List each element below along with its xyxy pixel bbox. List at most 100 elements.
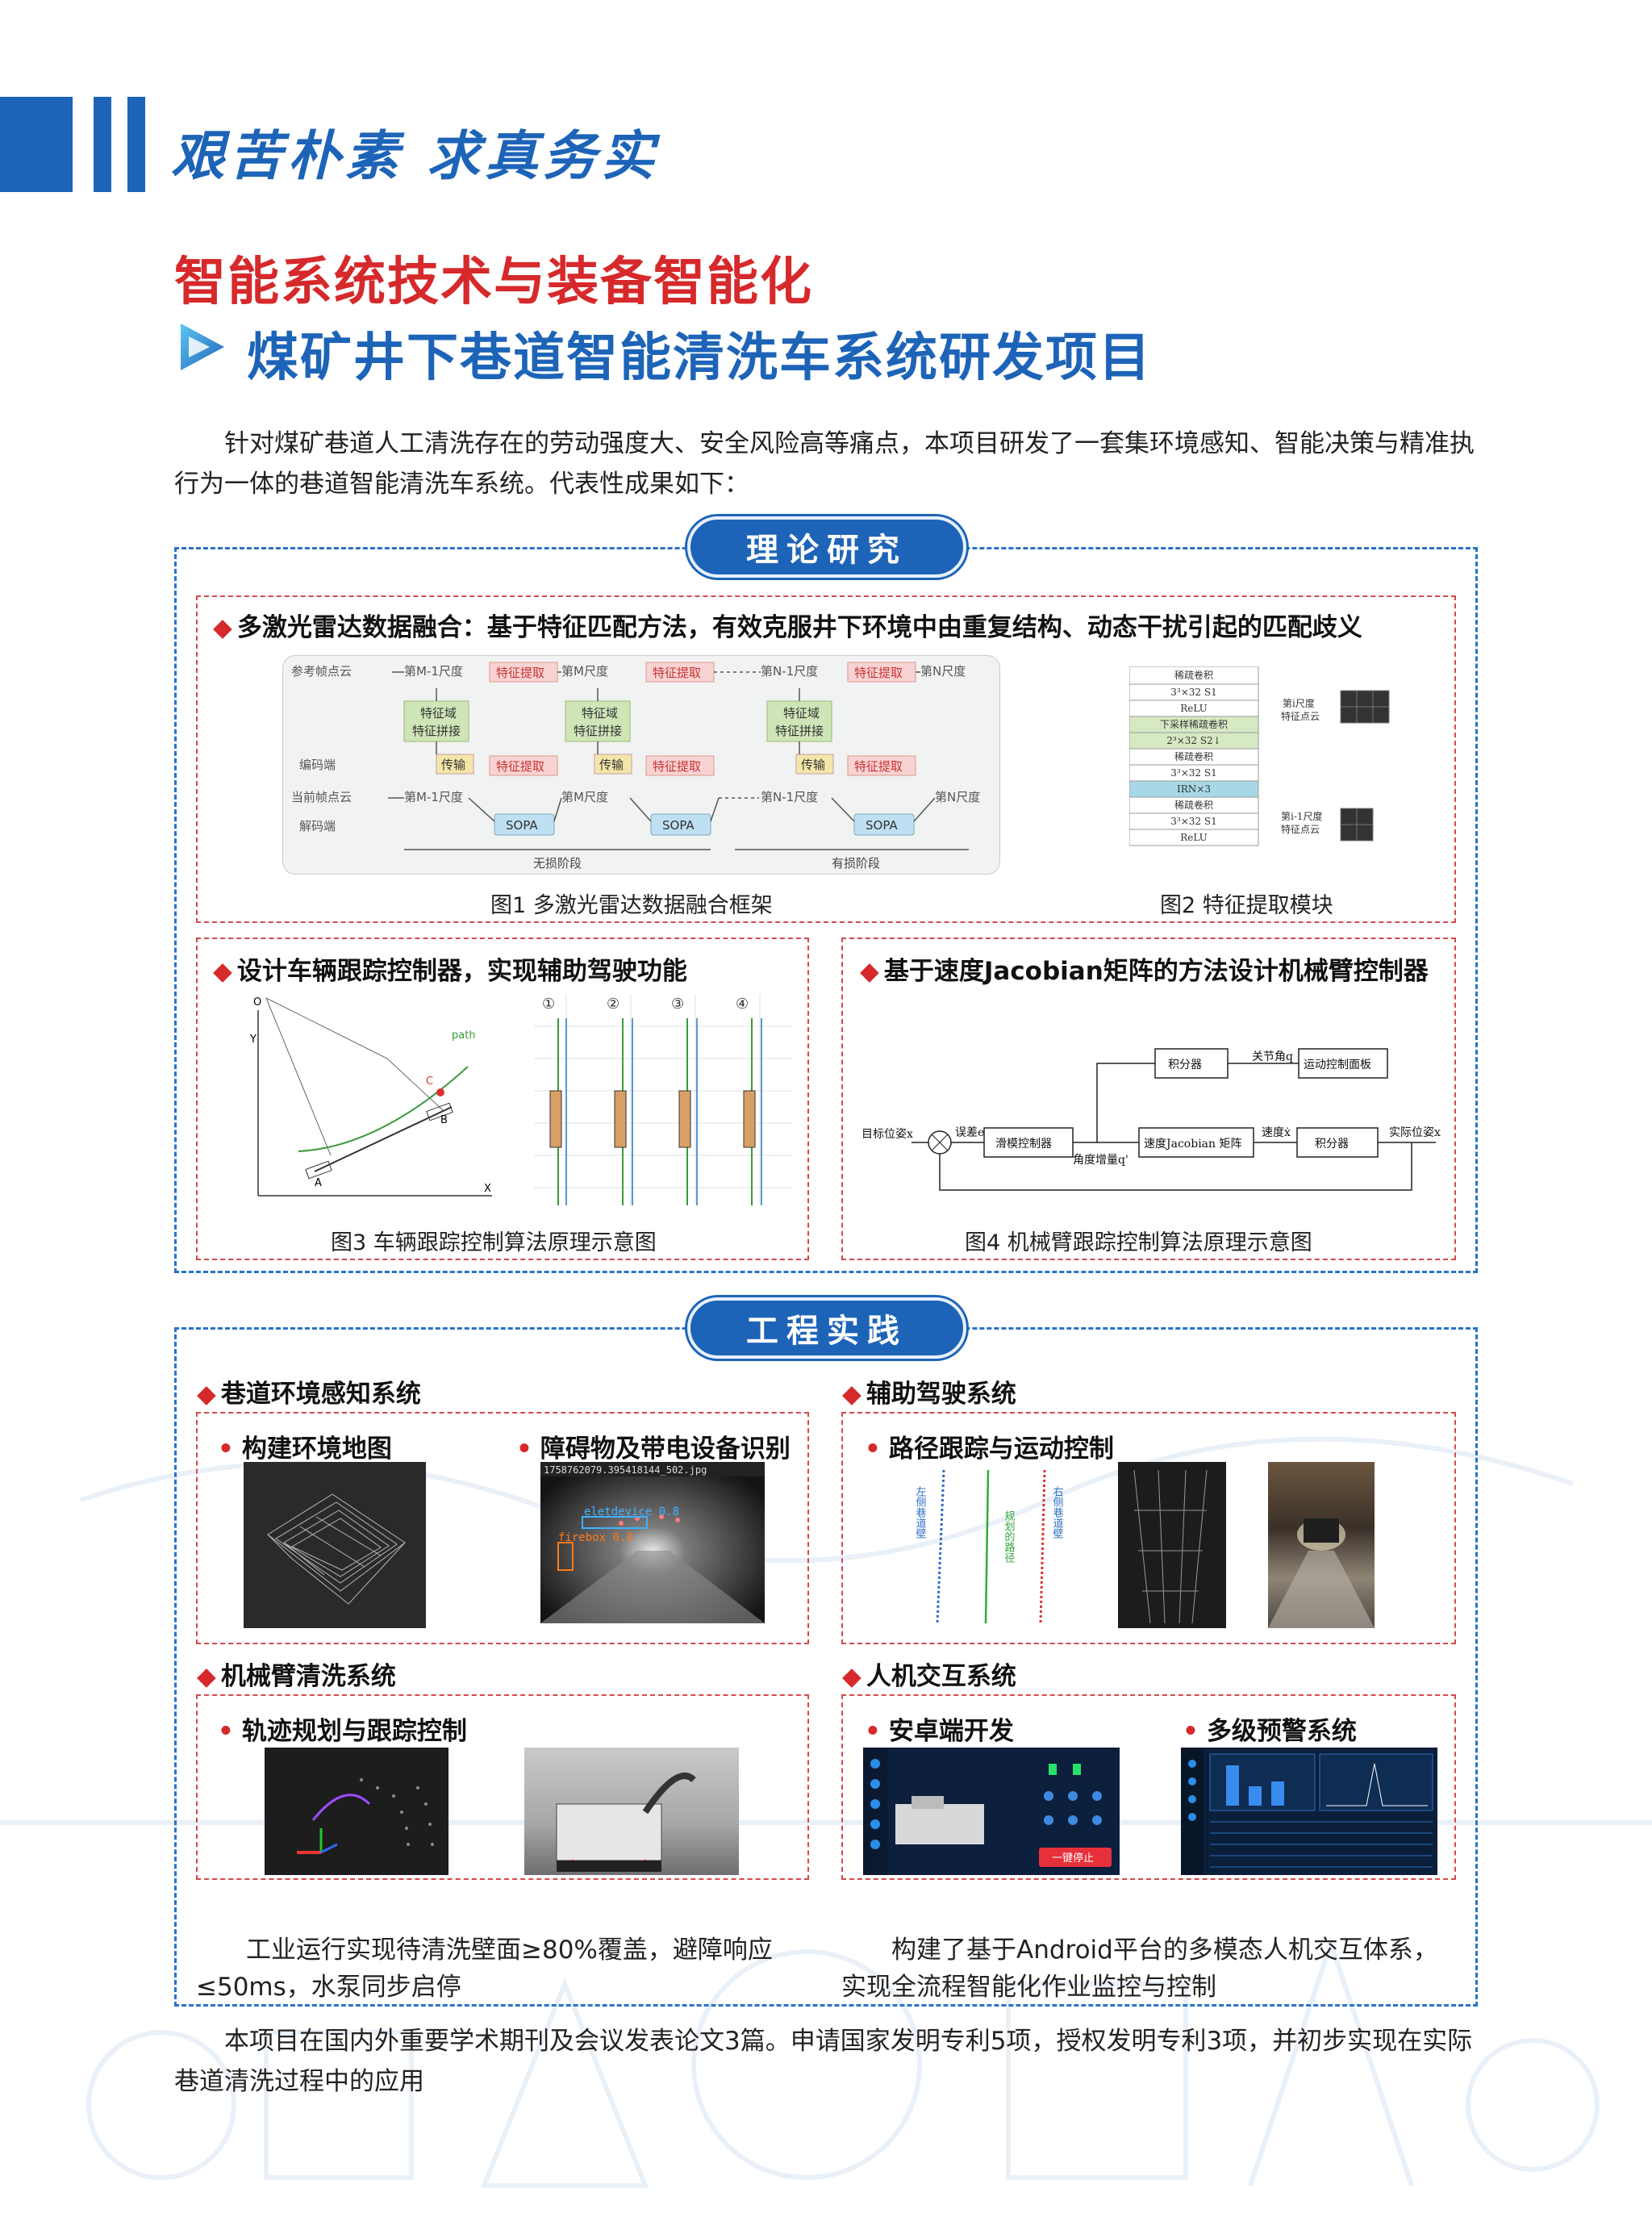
fig1-scale: 第N尺度 bbox=[920, 664, 966, 679]
fig1-feat: 特征提取 bbox=[653, 666, 701, 680]
detect-filename: 1758762079.395418144_502.jpg bbox=[544, 1464, 707, 1476]
page-title: 智能系统技术与装备智能化 bbox=[174, 253, 813, 312]
hmi-frame bbox=[841, 1694, 1456, 1880]
driving-bullet-path: •路径跟踪与运动控制 bbox=[865, 1435, 1114, 1464]
label-joint-angle: 关节角q bbox=[1252, 1050, 1293, 1063]
label-angle-inc: 角度增量q' bbox=[1073, 1154, 1128, 1167]
fig1-feat: 特征提取 bbox=[496, 666, 544, 680]
fig1-scale: 第N-1尺度 bbox=[761, 790, 818, 804]
intro-paragraph: 针对煤矿巷道人工清洗存在的劳动强度大、安全风险高等痛点，本项目研发了一套集环境感… bbox=[174, 429, 1475, 499]
fig1-decoder: 解码端 bbox=[299, 819, 336, 833]
header-stripe bbox=[94, 97, 111, 192]
jacobian-heading: ◆基于速度Jacobian矩阵的方法设计机械臂控制器 bbox=[860, 957, 1429, 986]
fig1-transfer: 传输 bbox=[599, 758, 624, 772]
hmi-bullet-android: •安卓端开发 bbox=[865, 1717, 1014, 1746]
detect-label-elet: eletdevice 0.8 bbox=[584, 1506, 679, 1518]
fig1-scale: 第N-1尺度 bbox=[761, 664, 818, 679]
fig2-layer: 稀疏卷积 bbox=[1174, 799, 1213, 811]
perception-frame bbox=[196, 1412, 809, 1644]
label-target: 目标位姿x bbox=[861, 1128, 913, 1141]
fig2-out: 特征点云 bbox=[1281, 823, 1320, 835]
fig1-lossless: 无损阶段 bbox=[533, 856, 582, 871]
right-wall-label: 右侧巷道壁 bbox=[1051, 1486, 1064, 1539]
fig1-feat: 特征提取 bbox=[653, 759, 701, 774]
point-c: C bbox=[426, 1075, 433, 1088]
point-a: A bbox=[315, 1177, 322, 1189]
fig2-out: 第i尺度 bbox=[1283, 697, 1315, 709]
driving-heading: ◆辅助驾驶系统 bbox=[842, 1380, 1016, 1409]
path-label: path bbox=[452, 1029, 476, 1042]
warning-system-screenshot bbox=[1181, 1748, 1437, 1875]
fig1-lossy: 有损阶段 bbox=[832, 856, 880, 871]
project-title: 煤矿井下巷道智能清洗车系统研发项目 bbox=[247, 328, 1152, 388]
arm-control-block-diagram: 积分器 关节角q 运动控制面板 目标位姿x 误差e 滑模控制器 角度增量q' 速… bbox=[855, 1041, 1444, 1202]
fig2-caption: 图2 特征提取模块 bbox=[1160, 893, 1333, 918]
header-stripe bbox=[127, 97, 145, 192]
fig1-feat: 特征提取 bbox=[496, 759, 544, 774]
fig1-encoder: 编码端 bbox=[299, 758, 336, 772]
fig1-feat: 特征提取 bbox=[854, 666, 903, 680]
tunnel-photo bbox=[1268, 1462, 1375, 1628]
fig2-layer: 3³×32 S1 bbox=[1170, 767, 1216, 779]
fig2-out: 第i-1尺度 bbox=[1281, 810, 1323, 822]
fig1-scale: 第M尺度 bbox=[561, 664, 608, 679]
block-integrator-top: 积分器 bbox=[1168, 1059, 1202, 1071]
arm-cleaning-photo bbox=[524, 1748, 739, 1875]
block-motion-board: 运动控制面板 bbox=[1304, 1059, 1371, 1071]
arm-bullet-trajectory: •轨迹规划与跟踪控制 bbox=[218, 1717, 467, 1746]
fig1-scale: 第M-1尺度 bbox=[404, 664, 463, 679]
arm-heading: ◆机械臂清洗系统 bbox=[197, 1662, 396, 1691]
tracking-heading: ◆设计车辆跟踪控制器，实现辅助驾驶功能 bbox=[213, 957, 687, 986]
point-cloud-tunnel-image bbox=[1118, 1462, 1226, 1628]
arm-result-text: 工业运行实现待清洗壁面≥80%覆盖，避障响应≤50ms，水泵同步启停 bbox=[196, 1936, 773, 2002]
android-app-screenshot: 一键停止 bbox=[863, 1748, 1120, 1875]
hmi-heading: ◆人机交互系统 bbox=[842, 1662, 1016, 1691]
planned-path-label: 规划的路径 bbox=[1003, 1510, 1016, 1563]
fig1-scale: 第N尺度 bbox=[935, 790, 980, 804]
fig4-caption: 图4 机械臂跟踪控制算法原理示意图 bbox=[965, 1230, 1312, 1255]
fig1-domain: 特征域 bbox=[582, 706, 618, 720]
block-integrator: 积分器 bbox=[1315, 1138, 1349, 1151]
fig1-concat: 特征拼接 bbox=[412, 724, 461, 738]
axis-x: X bbox=[484, 1183, 491, 1195]
detect-label-firebox: firebox 0.8 bbox=[558, 1531, 633, 1544]
driving-frame bbox=[841, 1412, 1456, 1644]
perception-bullet-map: •构建环境地图 bbox=[218, 1435, 392, 1464]
trajectory-planning-image bbox=[265, 1748, 448, 1875]
fig2-layer: IRN×3 bbox=[1177, 783, 1211, 795]
header-bar bbox=[0, 97, 73, 192]
axis-o: O bbox=[253, 996, 261, 1009]
fig1-domain: 特征域 bbox=[783, 706, 820, 720]
fig1-transfer: 传输 bbox=[441, 758, 465, 772]
step-label: ③ bbox=[671, 996, 684, 1013]
step-label: ④ bbox=[736, 996, 749, 1013]
hmi-bullet-warning: •多级预警系统 bbox=[1183, 1717, 1357, 1746]
obstacle-detection-image: 1758762079.395418144_502.jpg eletdevice … bbox=[540, 1462, 765, 1623]
theory-pill: 理论研究 bbox=[687, 516, 966, 578]
fig1-scale: 第M-1尺度 bbox=[404, 790, 463, 804]
fig2-layer: 稀疏卷积 bbox=[1174, 669, 1213, 681]
fig2-layer: 下采样稀疏卷积 bbox=[1160, 718, 1228, 730]
fig1-concat: 特征拼接 bbox=[574, 724, 622, 738]
step-label: ② bbox=[607, 996, 620, 1013]
label-velocity: 速度ẋ bbox=[1262, 1126, 1291, 1139]
fig1-ref-cloud: 参考帧点云 bbox=[291, 664, 352, 679]
left-wall-label: 左侧巷道壁 bbox=[914, 1486, 927, 1539]
path-tracking-figure: 左侧巷道壁 规划的路径 右侧巷道壁 bbox=[895, 1462, 1089, 1631]
fig1-sopa: SOPA bbox=[506, 818, 538, 833]
play-icon bbox=[181, 324, 224, 370]
tracking-steps-figure: ① ② ③ ④ bbox=[534, 994, 792, 1205]
fig1-scale: 第M尺度 bbox=[561, 790, 608, 804]
fig2-layer: 3³×32 S1 bbox=[1170, 687, 1216, 698]
motto: 艰苦朴素 求真务实 bbox=[171, 124, 659, 187]
fig2-layer: ReLU bbox=[1180, 703, 1208, 714]
fig1-transfer: 传输 bbox=[801, 758, 825, 772]
fusion-frame bbox=[196, 595, 1456, 923]
fig1-caption: 图1 多激光雷达数据融合框架 bbox=[490, 893, 773, 918]
fusion-framework-figure: 参考帧点云 编码端 当前帧点云 解码端 第M-1尺度 第M尺度 第N-1尺度 第… bbox=[282, 655, 1000, 875]
fig1-domain: 特征域 bbox=[420, 706, 457, 720]
block-sliding: 滑模控制器 bbox=[995, 1137, 1052, 1151]
fig2-layer: 3³×32 S1 bbox=[1170, 816, 1216, 827]
outro-paragraph: 本项目在国内外重要学术期刊及会议发表论文3篇。申请国家发明专利5项，授权发明专利… bbox=[174, 2027, 1473, 2096]
tracking-frame bbox=[196, 938, 809, 1260]
